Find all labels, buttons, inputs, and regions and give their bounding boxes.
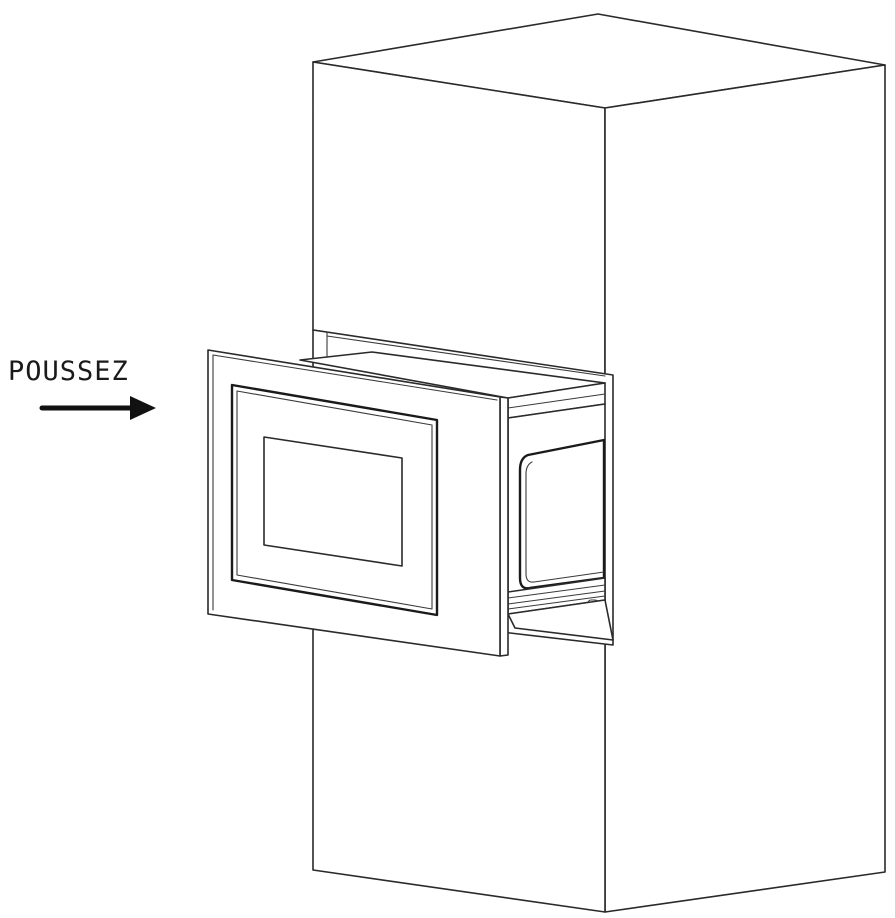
- door-window: [263, 436, 403, 567]
- frame-top-highlight: [212, 354, 498, 401]
- frame-edge: [499, 396, 509, 657]
- niche-inner-top: [326, 335, 606, 377]
- cabinet: [312, 13, 886, 913]
- cavity-inner-line: [525, 461, 605, 583]
- arrow-right-icon: [39, 396, 156, 420]
- microwave-body: [299, 351, 614, 641]
- cabinet-front-upper: [312, 61, 606, 376]
- microwave-front-frame: [207, 349, 509, 657]
- bottom-rail-line-2: [507, 590, 606, 605]
- cabinet-side-face: [604, 64, 886, 913]
- microwave-side-cavity: [518, 438, 606, 590]
- cabinet-front-lower: [312, 609, 606, 913]
- bottom-rail-line-3: [507, 595, 606, 610]
- door-panel-inner: [236, 390, 433, 610]
- rail-line-1: [507, 393, 606, 409]
- instruction-label: POUSSEZ: [8, 356, 129, 387]
- microwave-underside: [507, 599, 614, 641]
- bottom-rail-line-1: [507, 584, 606, 599]
